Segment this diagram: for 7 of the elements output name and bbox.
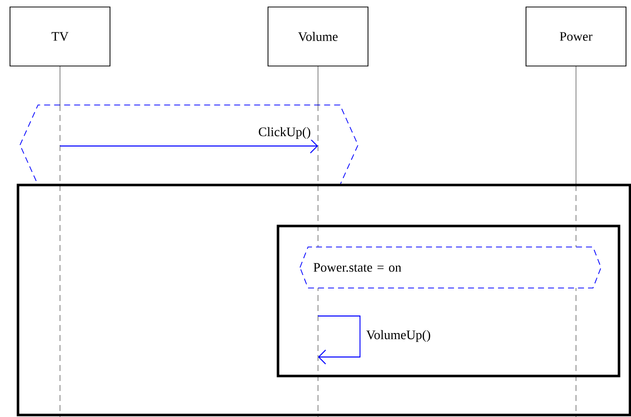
message-arrow	[318, 316, 360, 364]
message-arrow	[60, 138, 318, 154]
lifeline: TV	[10, 6, 110, 417]
frame-box	[16, 184, 631, 416]
message-label: ClickUp()	[257, 126, 312, 140]
lifeline: Power	[526, 6, 626, 417]
frame-box	[276, 224, 620, 378]
